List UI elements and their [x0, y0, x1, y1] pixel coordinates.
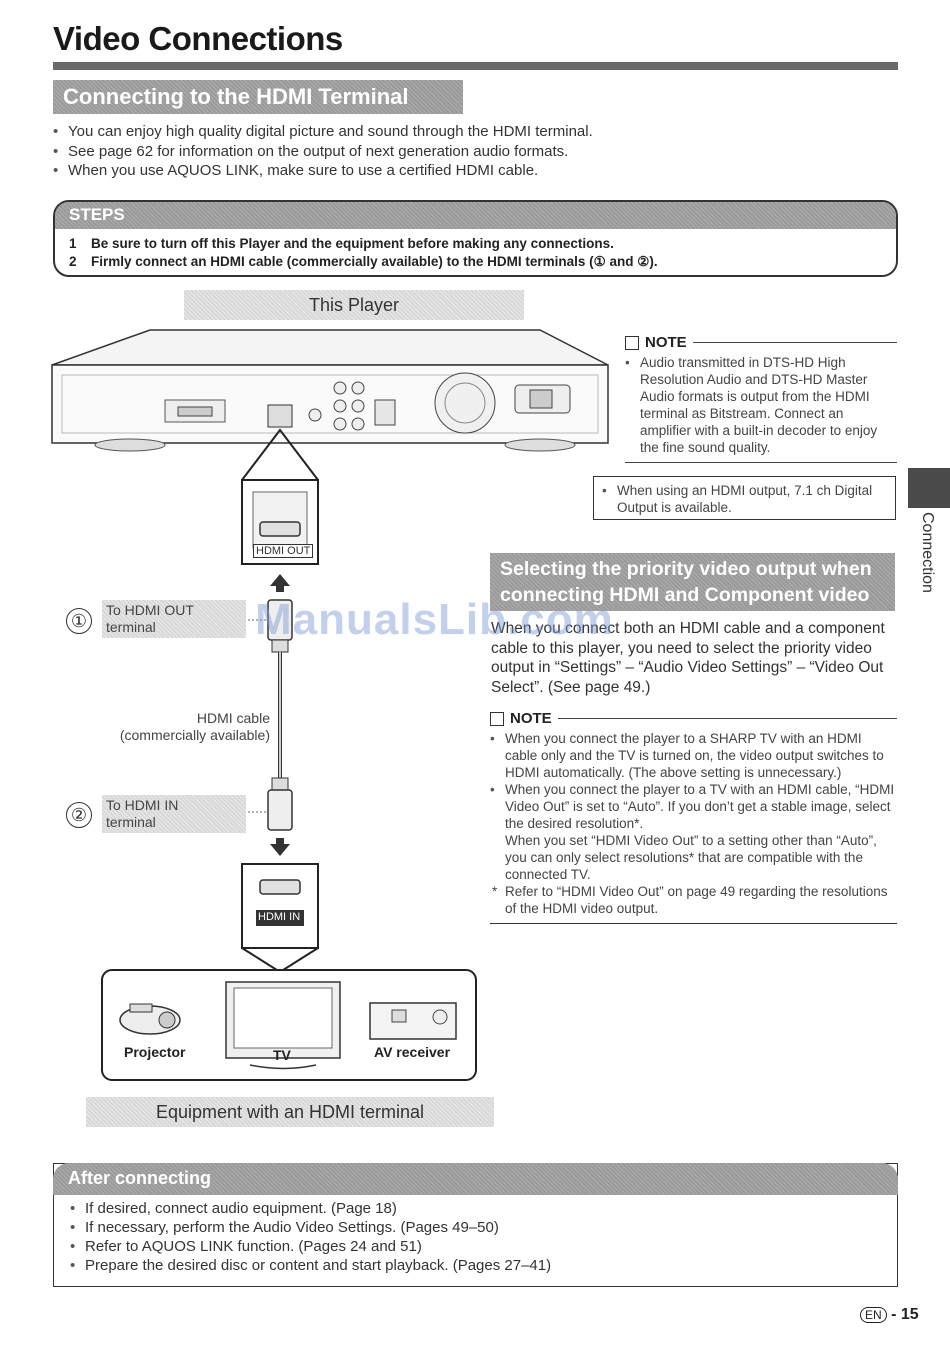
boxed-note: When using an HDMI output, 7.1 ch Digita… — [593, 476, 896, 520]
step-one-marker: ① — [66, 608, 92, 634]
tv-icon — [225, 981, 341, 1070]
step-item: 1 Be sure to turn off this Player and the… — [69, 235, 886, 253]
note-header: NOTE — [490, 710, 897, 727]
hdmi-in-label: HDMI IN — [258, 911, 301, 923]
after-item: Refer to AQUOS LINK function. (Pages 24 … — [70, 1237, 870, 1256]
after-connecting-list: If desired, connect audio equipment. (Pa… — [70, 1199, 870, 1275]
intro-item: See page 62 for information on the outpu… — [53, 142, 893, 162]
after-connecting-bar — [53, 1163, 898, 1195]
after-item: Prepare the desired disc or content and … — [70, 1256, 870, 1275]
hdmi-cable-label: HDMI cable (commercially available) — [100, 710, 270, 744]
av-receiver-icon — [369, 1002, 457, 1040]
intro-list: You can enjoy high quality digital pictu… — [53, 122, 893, 181]
side-tab-label: Connection — [919, 512, 936, 593]
page-number: EN - 15 — [860, 1306, 919, 1324]
hdmi-cable-line: HDMI cable — [196, 710, 270, 726]
note-item: When you connect the player to a SHARP T… — [490, 730, 897, 781]
step-text: Firmly connect an HDMI cable (commercial… — [91, 254, 658, 269]
step-text: Be sure to turn off this Player and the … — [91, 236, 614, 251]
player-illustration-icon — [51, 329, 609, 452]
priority-heading-line: Selecting the priority video output when — [500, 558, 872, 580]
to-hdmi-in-line: To HDMI IN — [106, 797, 179, 813]
to-hdmi-in-label: To HDMI IN terminal — [102, 795, 246, 833]
page-number-text: - 15 — [891, 1306, 919, 1323]
step-two-marker: ② — [66, 802, 92, 828]
priority-body: When you connect both an HDMI cable and … — [491, 620, 885, 696]
intro-item: When you use AQUOS LINK, make sure to us… — [53, 161, 893, 181]
priority-heading: Selecting the priority video output when… — [490, 553, 895, 611]
note-item: Audio transmitted in DTS-HD High Resolut… — [625, 354, 897, 456]
side-tab-marker — [908, 468, 950, 508]
projector-icon — [119, 1003, 181, 1035]
boxed-note-list: When using an HDMI output, 7.1 ch Digita… — [602, 482, 887, 516]
hdmi-cable-line: (commercially available) — [119, 727, 270, 743]
to-hdmi-in-line: terminal — [106, 814, 156, 830]
after-connecting-label: After connecting — [68, 1168, 212, 1188]
note-title: NOTE — [510, 710, 552, 727]
step-number: 1 — [69, 236, 77, 251]
step-item: 2 Firmly connect an HDMI cable (commercia… — [69, 253, 886, 271]
note-header: NOTE — [625, 334, 897, 351]
steps-bar — [55, 202, 896, 229]
to-hdmi-out-line: To HDMI OUT — [106, 602, 194, 618]
tv-label: TV — [273, 1047, 291, 1063]
page-title: Video Connections — [53, 20, 343, 57]
section-heading: Connecting to the HDMI Terminal — [53, 80, 463, 114]
step-number: 2 — [69, 254, 77, 269]
hdmi-out-label: HDMI OUT — [253, 544, 314, 558]
note-item-continued: When you set “HDMI Video Out” to a setti… — [505, 833, 877, 882]
note-icon — [625, 335, 639, 350]
footnote-mark: * — [492, 884, 498, 899]
title-rule — [53, 62, 898, 70]
note-item: When you connect the player to a TV with… — [490, 781, 897, 832]
watermark: ManualsLib.com — [255, 595, 614, 644]
note-title: NOTE — [645, 334, 687, 351]
this-player-label: This Player — [184, 290, 524, 320]
note-rule — [557, 718, 897, 719]
note-1-list: Audio transmitted in DTS-HD High Resolut… — [625, 354, 897, 463]
after-item: If necessary, perform the Audio Video Se… — [70, 1218, 870, 1237]
language-badge: EN — [860, 1307, 887, 1323]
intro-item: You can enjoy high quality digital pictu… — [53, 122, 893, 142]
note-footnote: * Refer to “HDMI Video Out” on page 49 r… — [490, 883, 897, 917]
footnote-text: Refer to “HDMI Video Out” on page 49 reg… — [505, 884, 888, 916]
priority-heading-line: connecting HDMI and Component video — [500, 584, 870, 606]
steps-label: STEPS — [69, 205, 125, 224]
to-hdmi-out-label: To HDMI OUT terminal — [102, 600, 246, 638]
note-2-body: When you connect the player to a SHARP T… — [490, 730, 897, 924]
equipment-label: Equipment with an HDMI terminal — [86, 1097, 494, 1127]
note-1: NOTE Audio transmitted in DTS-HD High Re… — [625, 334, 897, 463]
steps-box: STEPS 1 Be sure to turn off this Player a… — [53, 200, 898, 277]
boxed-note-text: When using an HDMI output, 7.1 ch Digita… — [602, 482, 887, 516]
av-receiver-label: AV receiver — [374, 1044, 451, 1060]
note-2-list: When you connect the player to a SHARP T… — [490, 730, 897, 832]
to-hdmi-out-line: terminal — [106, 619, 156, 635]
steps-list: 1 Be sure to turn off this Player and the… — [69, 235, 886, 271]
note-2: NOTE When you connect the player to a SH… — [490, 710, 897, 924]
projector-label: Projector — [124, 1044, 186, 1060]
note-rule — [692, 342, 897, 343]
note-icon — [490, 711, 504, 726]
after-item: If desired, connect audio equipment. (Pa… — [70, 1199, 870, 1218]
